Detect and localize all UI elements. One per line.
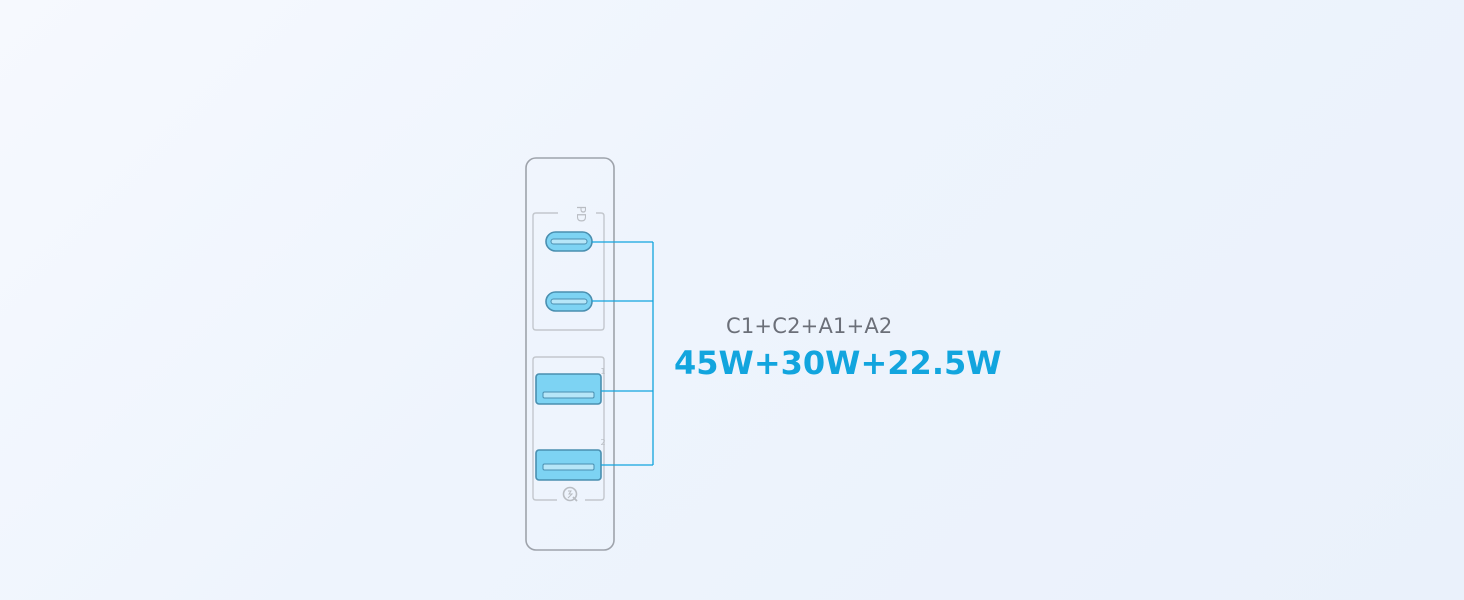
- port-combo-label: C1+C2+A1+A2: [726, 314, 893, 338]
- usb-c-section-outline: [532, 212, 605, 331]
- power-output-label: 45W+30W+22.5W: [674, 344, 1002, 382]
- port-connector-lines: [592, 241, 654, 466]
- pd-logo-icon: PD: [574, 206, 588, 222]
- usb-a-port-1-number: 1: [600, 367, 605, 376]
- usb-a-port-2-number: 2: [600, 438, 605, 447]
- usb-a-port-2: [535, 449, 602, 481]
- charger-body: [525, 157, 615, 551]
- quick-charge-logo-icon: [562, 486, 578, 502]
- usb-c-port-1: [545, 231, 593, 252]
- usb-c-port-2: [545, 291, 593, 312]
- usb-a-port-1: [535, 373, 602, 405]
- pd-logo-text: PD: [574, 206, 588, 222]
- usb-a-section-outline: [532, 356, 605, 501]
